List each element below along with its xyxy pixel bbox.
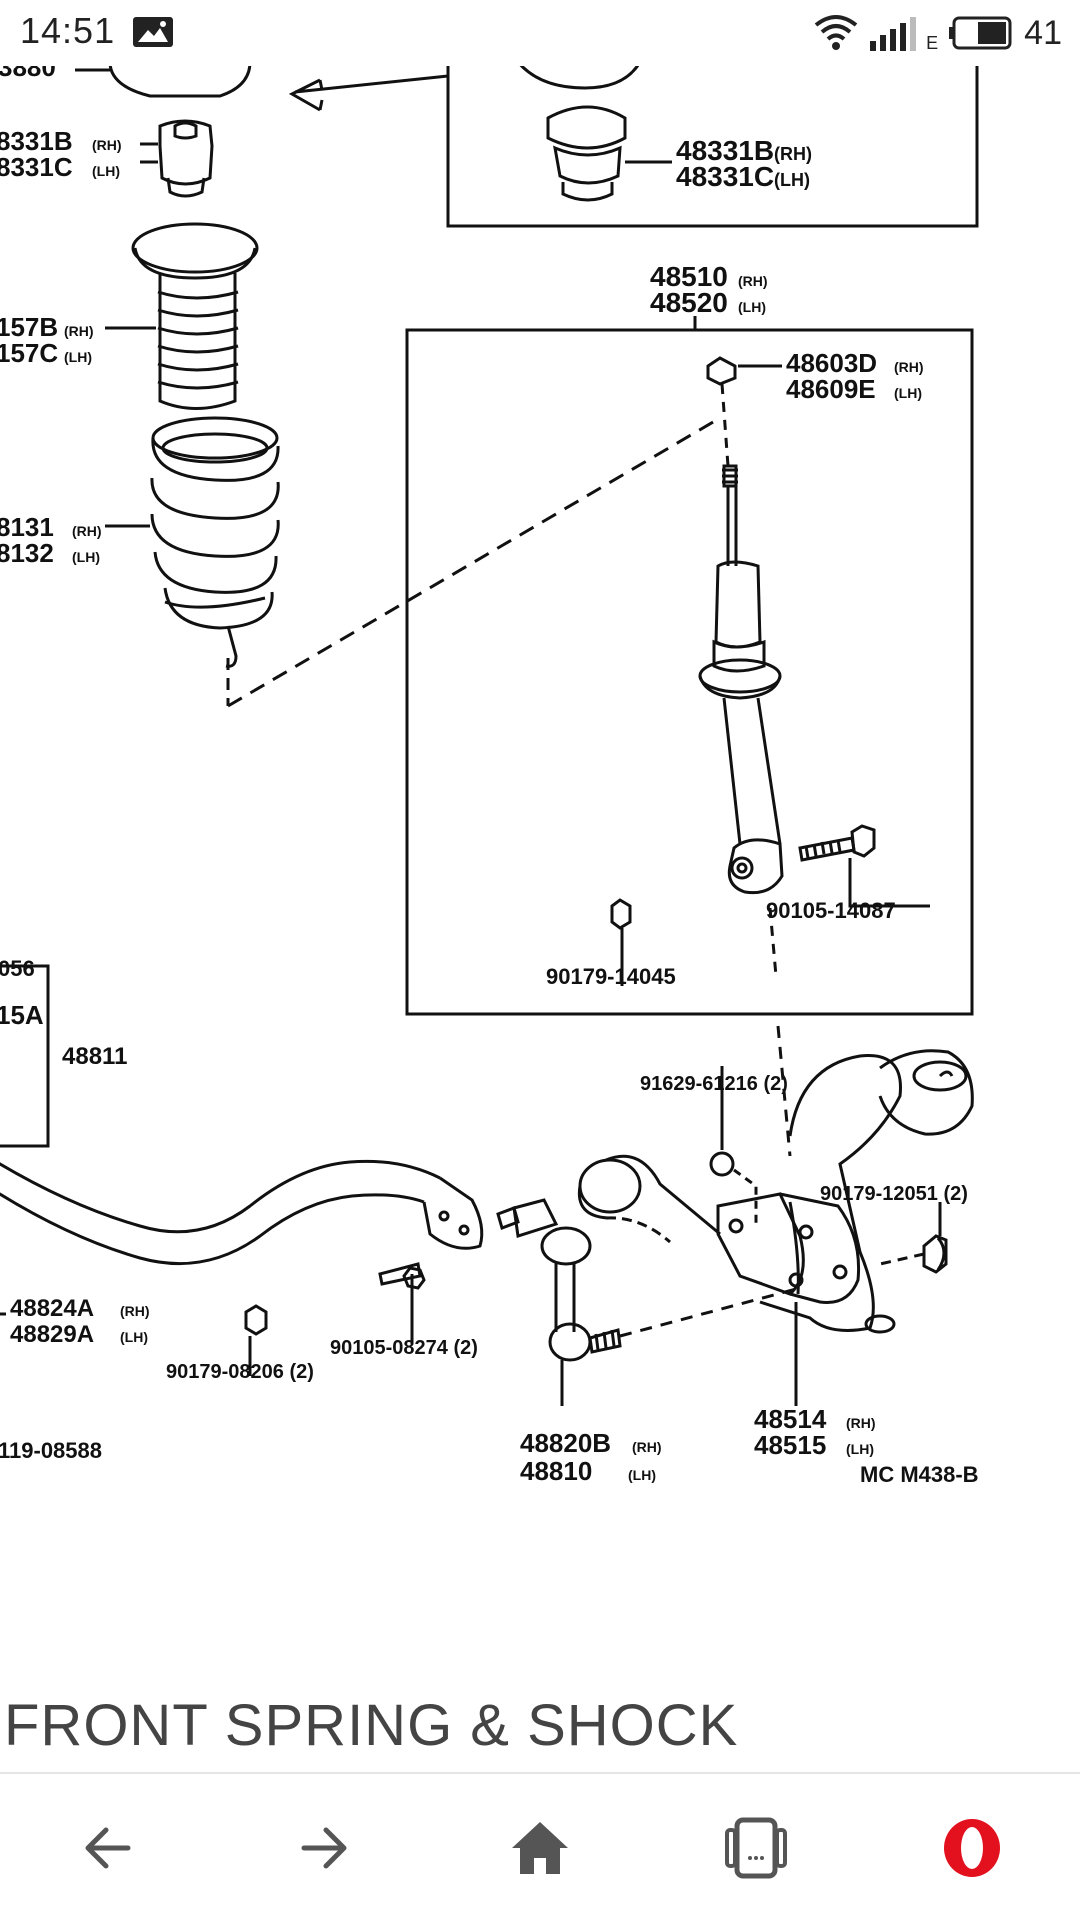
signal-icon: [870, 17, 917, 51]
forward-arrow-icon: [301, 1827, 347, 1869]
bump-stop-left: [158, 119, 214, 186]
wifi-icon: [814, 15, 858, 50]
label-boot-lh: 157C: [0, 338, 58, 368]
opera-menu-button[interactable]: [932, 1808, 1012, 1888]
page-content[interactable]: 3880 8331B (RH) 8331C (LH) 48331B (RH) 4…: [0, 66, 1080, 1772]
label-rh: (RH): [72, 523, 102, 539]
label-lh: (LH): [72, 549, 100, 565]
forward-button[interactable]: [284, 1808, 364, 1888]
network-type: E: [926, 33, 939, 53]
label-rh: (RH): [120, 1303, 150, 1319]
tabs-button[interactable]: [716, 1808, 796, 1888]
image-notification-icon: [133, 17, 173, 47]
b-marker: [709, 1151, 735, 1177]
dust-boot: [131, 222, 259, 274]
label-ref-code: MC M438-B: [860, 1462, 979, 1487]
opera-icon: [944, 1819, 1000, 1877]
label-bolt-90105-08274: 90105-08274 (2): [330, 1337, 478, 1359]
label-bracket-rh: 48824A: [10, 1295, 94, 1322]
coil-spring: [150, 416, 280, 668]
label-nut-90179-12051: 90179-12051 (2): [820, 1183, 968, 1205]
label-left-119: 119-08588: [0, 1438, 102, 1463]
label-bolt-91629: 91629-61216 (2): [640, 1073, 788, 1095]
shock-absorber: [698, 464, 784, 895]
label-lh: (LH): [894, 385, 922, 401]
label-left-15a: 15A: [0, 1000, 44, 1030]
tabs-icon: [725, 1817, 787, 1879]
status-time: 14:51: [20, 10, 116, 51]
label-left-056: 056: [0, 956, 35, 981]
label-rh: (RH): [92, 137, 122, 153]
bump-stop-right: [546, 105, 627, 150]
label-nut-shock: 90179-14045: [546, 964, 676, 989]
label-top-cut: 3880: [0, 66, 56, 82]
back-button[interactable]: [68, 1808, 148, 1888]
label-bolt-shock: 90105-14087: [766, 898, 896, 923]
label-bumper-left-lh: 8331C: [0, 152, 73, 182]
page-caption: FRONT SPRING & SHOCK: [4, 1693, 739, 1758]
label-link-lh: 48810: [520, 1456, 592, 1486]
status-right: E 41: [814, 10, 1062, 56]
label-nut-90179-08206: 90179-08206 (2): [166, 1361, 314, 1383]
label-spring-lh: 8132: [0, 538, 54, 568]
label-rh: (RH): [774, 144, 812, 164]
back-arrow-icon: [85, 1827, 131, 1869]
browser-nav-bar: [0, 1772, 1080, 1922]
label-rh: (RH): [846, 1415, 876, 1431]
lower-control-arm: [577, 1049, 974, 1334]
status-bar: 14:51 E 41: [0, 0, 1080, 66]
label-lh: (LH): [64, 349, 92, 365]
label-bumper-right-rh: 48331B: [676, 135, 774, 166]
label-bumper-right-lh: 48331C: [676, 161, 774, 192]
label-lh: (LH): [92, 163, 120, 179]
label-nut-top-lh: 48609E: [786, 374, 876, 404]
label-rh: (RH): [894, 359, 924, 375]
label-bracket-lh: 48829A: [10, 1321, 94, 1348]
label-shock-lh: 48520: [650, 287, 728, 318]
label-boot-rh: 157B: [0, 312, 58, 342]
label-lh: (LH): [628, 1467, 656, 1483]
home-button[interactable]: [500, 1808, 580, 1888]
battery-icon: [949, 16, 1012, 50]
label-lh: (LH): [738, 299, 766, 315]
label-arm-lh: 48515: [754, 1430, 826, 1460]
label-rh: (RH): [64, 323, 94, 339]
parts-diagram[interactable]: 3880 8331B (RH) 8331C (LH) 48331B (RH) 4…: [0, 66, 1080, 1586]
label-shock-rh: 48510: [650, 261, 728, 292]
label-nut-top-rh: 48603D: [786, 348, 877, 378]
label-link-rh: 48820B: [520, 1428, 611, 1458]
label-lh: (LH): [774, 170, 810, 190]
stabilizer-link: [496, 1198, 622, 1362]
label-stabilizer-48811: 48811: [62, 1043, 127, 1070]
label-lh: (LH): [846, 1441, 874, 1457]
home-icon: [512, 1822, 568, 1874]
stabilizer-bar: [0, 1159, 484, 1266]
label-rh: (RH): [632, 1439, 662, 1455]
label-bumper-left-rh: 8331B: [0, 126, 73, 156]
battery-level: 41: [1024, 13, 1062, 52]
label-lh: (LH): [120, 1329, 148, 1345]
label-arm-rh: 48514: [754, 1404, 827, 1434]
label-rh: (RH): [738, 273, 768, 289]
label-spring-rh: 8131: [0, 512, 54, 542]
